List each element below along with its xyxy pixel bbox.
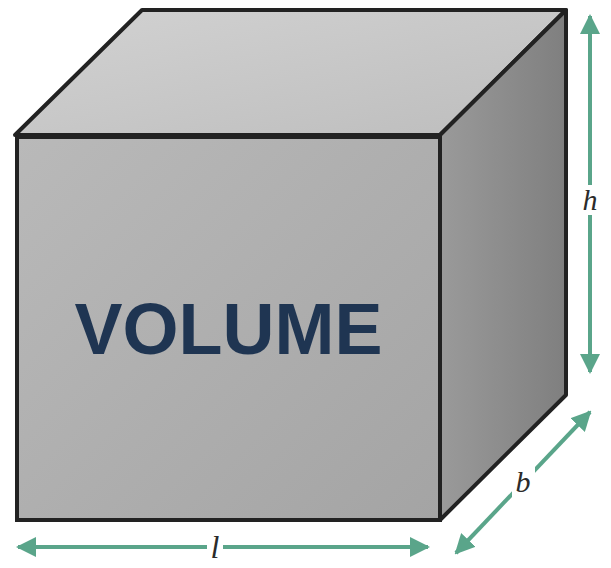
dimension-label: l <box>207 531 224 563</box>
front-face: VOLUME <box>15 135 442 522</box>
dimension-label: h <box>579 185 602 215</box>
face-title: VOLUME <box>74 288 382 370</box>
side-face <box>440 10 566 520</box>
dimension-label: b <box>512 467 535 497</box>
breadth-arrow <box>456 412 590 553</box>
